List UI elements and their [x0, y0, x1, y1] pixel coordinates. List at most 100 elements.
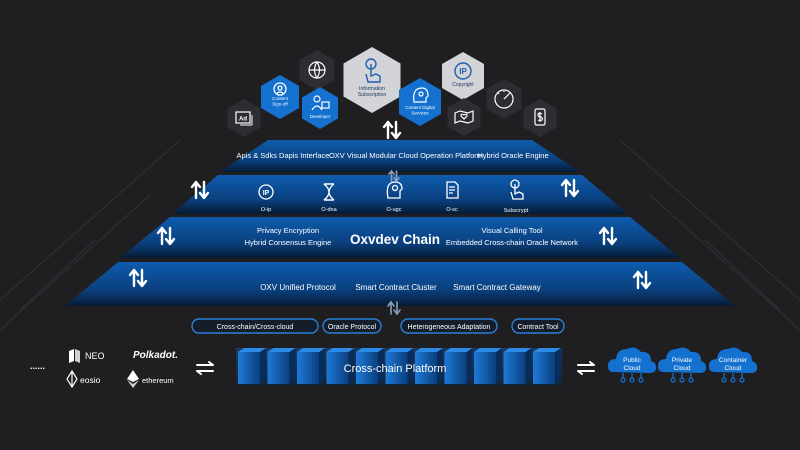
- application-hexagons: Ad Content Sign-off: [227, 47, 557, 137]
- up-down-arrow-icon: [598, 226, 618, 246]
- hexagon-label: Subscription: [358, 92, 387, 98]
- small-arrows: [387, 169, 401, 316]
- layer-protocol: OXV Unified Protocol Smart Contract Clus…: [260, 283, 541, 292]
- pointer-hand-icon: [365, 58, 381, 83]
- pill-label: Heterogeneous Adaptation: [408, 324, 491, 331]
- protocol-item: Smart Contract Cluster: [355, 283, 437, 292]
- cloud-label: Container: [719, 357, 748, 364]
- platform-blocks: [238, 348, 561, 384]
- pill[interactable]: [191, 318, 319, 334]
- platform-block: [415, 348, 443, 384]
- up-down-arrow-icon: [190, 180, 210, 200]
- hexagon-content-sign-off[interactable]: [261, 75, 299, 119]
- head-bulb-icon: [413, 87, 429, 103]
- pill-label: Contract Tool: [517, 324, 559, 331]
- pill[interactable]: [511, 318, 565, 334]
- platform-block: [267, 348, 296, 384]
- platform-block: [297, 348, 325, 384]
- layer-chain: Privacy Encryption Hybrid Consensus Engi…: [245, 226, 579, 247]
- chain-label: Polkadot.: [133, 350, 178, 361]
- layer-api-band: [220, 140, 580, 172]
- service-o-dna[interactable]: O-dna: [321, 183, 338, 213]
- layer-api-item: OXV Visual Modular Cloud Operation Platf…: [329, 151, 483, 160]
- chain-label: NEO: [85, 351, 105, 361]
- chain-right-bottom: Embedded Cross-chain Oracle Network: [446, 238, 578, 247]
- service-label: O-ugc: [387, 207, 402, 213]
- cloud-label: Cloud: [725, 365, 742, 372]
- dollar-phone-icon: [534, 108, 546, 126]
- up-down-arrow-icon: [128, 268, 148, 288]
- hexagon-label: Sign-off: [272, 102, 288, 107]
- developer-icon: [311, 95, 330, 111]
- cloud-label: Cloud: [624, 365, 641, 372]
- horizontal-arrows: [196, 361, 595, 375]
- svg-text:IP: IP: [263, 190, 270, 197]
- layer-chain-band: [120, 217, 680, 258]
- platform-block: [474, 348, 502, 384]
- hexagon-label: Content Digital: [405, 105, 435, 110]
- cloud-icon: [608, 347, 657, 373]
- hexagon-copyright[interactable]: [442, 52, 484, 100]
- service-label: O-ip: [261, 207, 271, 213]
- layer-api-item: Apis & Sdks Dapis Interface: [237, 151, 330, 160]
- hexagon-label: Information: [359, 86, 385, 92]
- service-label: O-dna: [321, 207, 337, 213]
- service-subscrypt[interactable]: Subscrypt: [504, 179, 529, 214]
- platform-block: [444, 348, 473, 384]
- pointer-hand-icon: [510, 179, 524, 200]
- dna-icon: [323, 183, 335, 201]
- platform-block: [326, 348, 355, 384]
- pill[interactable]: [322, 318, 382, 334]
- layer-api: Apis & Sdks Dapis Interface OXV Visual M…: [237, 151, 549, 160]
- platform-title: Cross-chain Platform: [344, 363, 447, 375]
- cloud-label: Cloud: [674, 365, 691, 372]
- document-icon: [446, 181, 459, 199]
- platform-block: [356, 348, 384, 384]
- globe-icon: [308, 61, 326, 79]
- hexagon-information-subscription[interactable]: [343, 47, 401, 113]
- up-down-arrow-icon: [156, 226, 176, 246]
- chain-title: Oxvdev Chain: [350, 232, 440, 247]
- background-streaks: [0, 139, 800, 331]
- chain-label: eosio: [80, 375, 101, 385]
- hexagon-map-heart[interactable]: [447, 98, 481, 136]
- cloud-icon: [658, 347, 707, 373]
- svg-text:IP: IP: [459, 67, 467, 76]
- capability-pills: Cross-chain/Cross-cloud Oracle Protocol …: [191, 318, 565, 334]
- chain-left-bottom: Hybrid Consensus Engine: [245, 238, 332, 247]
- left-right-arrow-icon: [577, 361, 595, 375]
- hexagon-label: Content: [272, 96, 289, 101]
- platform-block: [533, 348, 561, 384]
- service-o-ip[interactable]: IP O-ip: [258, 184, 274, 213]
- blockchain-list: ...... NEO Polkadot. eosio ethereum: [30, 349, 178, 389]
- cloud-label: Private: [672, 357, 693, 364]
- eosio-logo-icon: [66, 369, 78, 389]
- up-down-arrow-icon: [387, 300, 401, 316]
- pill-label: Cross-chain/Cross-cloud: [217, 324, 294, 331]
- person-badge-icon: [273, 82, 287, 96]
- platform-block: [503, 348, 532, 384]
- hexagon-label: Developer: [310, 114, 331, 119]
- head-bulb-icon: [386, 181, 403, 199]
- pill[interactable]: [400, 318, 498, 334]
- ethereum-logo-icon: [127, 370, 139, 388]
- hexagon-ad[interactable]: [227, 99, 261, 137]
- service-o-ugc[interactable]: O-ugc: [386, 181, 403, 213]
- cloud-icon: [709, 347, 758, 373]
- chain-right-top: Visual Calling Tool: [481, 226, 542, 235]
- protocol-item: OXV Unified Protocol: [260, 283, 336, 292]
- up-down-arrow-icon: [632, 270, 652, 290]
- platform-block: [385, 348, 414, 384]
- chain-left-top: Privacy Encryption: [257, 226, 319, 235]
- cloud-label: Public: [623, 357, 641, 364]
- cross-chain-platform: Cross-chain Platform: [236, 348, 562, 386]
- service-o-sc[interactable]: O-sc: [446, 181, 459, 213]
- platform-block: [238, 348, 266, 384]
- layer-services: IP O-ip O-dna O-ugc O-sc: [258, 179, 529, 214]
- svg-text:Ad: Ad: [239, 117, 247, 123]
